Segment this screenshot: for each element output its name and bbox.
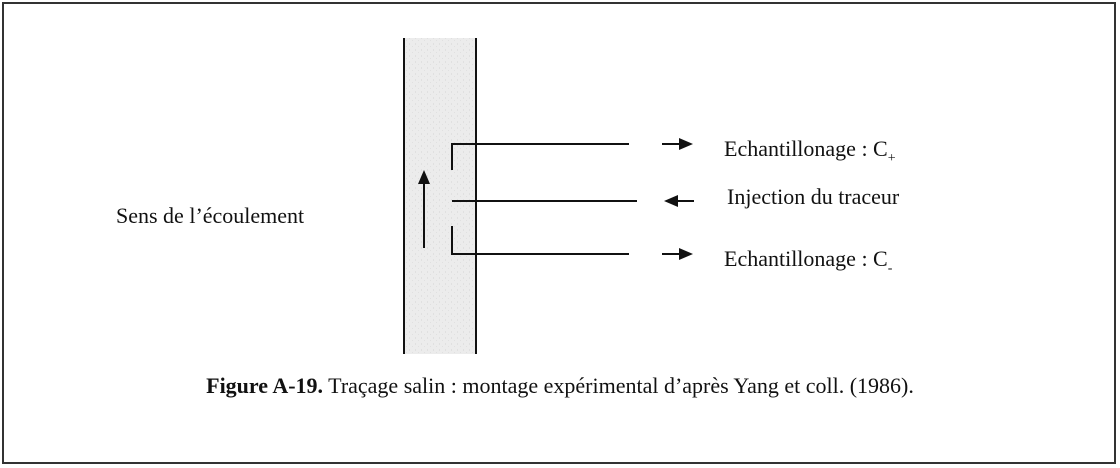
sample-top-label: Echantillonage : C+ — [724, 136, 896, 166]
injection-label: Injection du traceur — [727, 184, 900, 209]
sample-top-arrow-icon — [662, 138, 693, 150]
figure-number: Figure A-19. — [206, 373, 324, 398]
figure-caption-text: Traçage salin : montage expérimental d’a… — [323, 373, 914, 398]
sample-bottom-label: Echantillonage : C- — [724, 246, 892, 276]
sample-bottom-arrow-icon — [662, 248, 693, 260]
sample-top-text: Echantillonage : C — [724, 136, 888, 161]
injection-arrow-icon — [664, 195, 694, 207]
sample-top-subscript: + — [887, 151, 896, 166]
bottom-sampling-probe — [451, 226, 629, 255]
flow-direction-arrow — [418, 170, 430, 248]
figure-caption: Figure A-19. Traçage salin : montage exp… — [0, 373, 1120, 399]
column-fill — [404, 38, 476, 354]
sample-bottom-text: Echantillonage : C — [724, 246, 888, 271]
flow-direction-label: Sens de l’écoulement — [116, 203, 305, 228]
sample-bottom-subscript: - — [887, 261, 893, 276]
top-sampling-probe — [451, 143, 629, 170]
